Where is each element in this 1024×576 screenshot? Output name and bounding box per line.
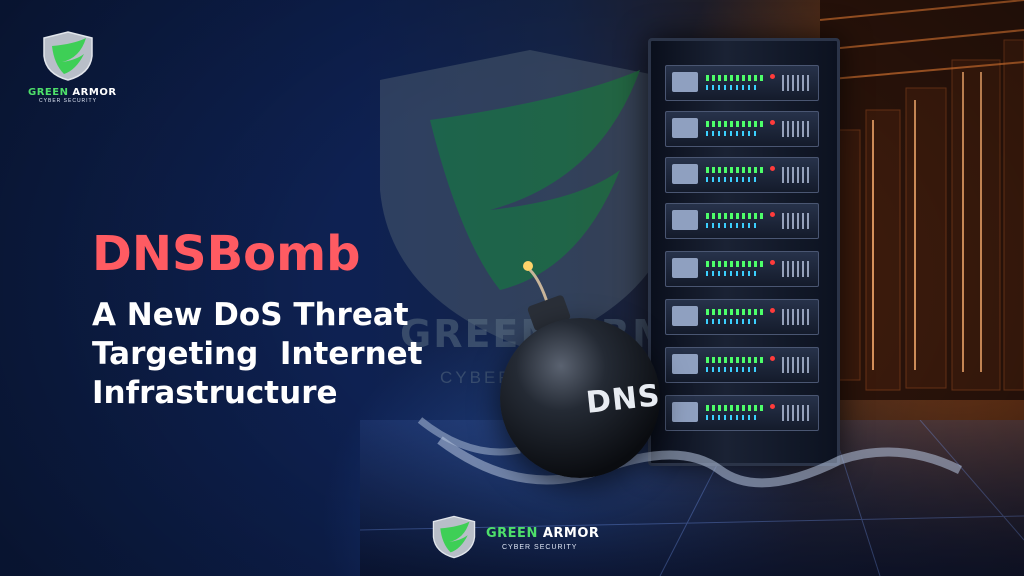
bomb-icon xyxy=(500,318,660,478)
logo-top-tagline: CYBER SECURITY xyxy=(39,98,97,104)
subtitle-line-1: A New DoS Threat xyxy=(92,297,409,333)
server-unit xyxy=(665,299,819,335)
subtitle-line-2: Targeting Internet xyxy=(92,336,423,372)
server-unit xyxy=(665,203,819,239)
server-unit xyxy=(665,347,819,383)
server-unit xyxy=(665,395,819,431)
server-unit xyxy=(665,157,819,193)
server-unit xyxy=(665,251,819,287)
shield-icon xyxy=(43,31,93,81)
server-unit xyxy=(665,65,819,101)
page-title: DNSBomb xyxy=(92,226,361,282)
server-corridor xyxy=(820,0,1024,400)
subtitle-line-3: Infrastructure xyxy=(92,375,338,411)
logo-bottom: GREEN ARMOR CYBER SECURITY xyxy=(430,512,610,562)
shield-icon xyxy=(432,515,476,559)
logo-top-name: GREEN ARMOR xyxy=(28,87,117,98)
watermark-shield-icon xyxy=(380,50,680,350)
server-unit xyxy=(665,111,819,147)
logo-bottom-name: GREEN ARMOR xyxy=(486,526,600,541)
logo-top: GREEN ARMOR CYBER SECURITY xyxy=(28,30,117,104)
server-rack xyxy=(648,38,840,466)
headline: DNSBomb A New DoS Threat Targeting Inter… xyxy=(92,230,423,413)
logo-bottom-tagline: CYBER SECURITY xyxy=(502,544,578,551)
